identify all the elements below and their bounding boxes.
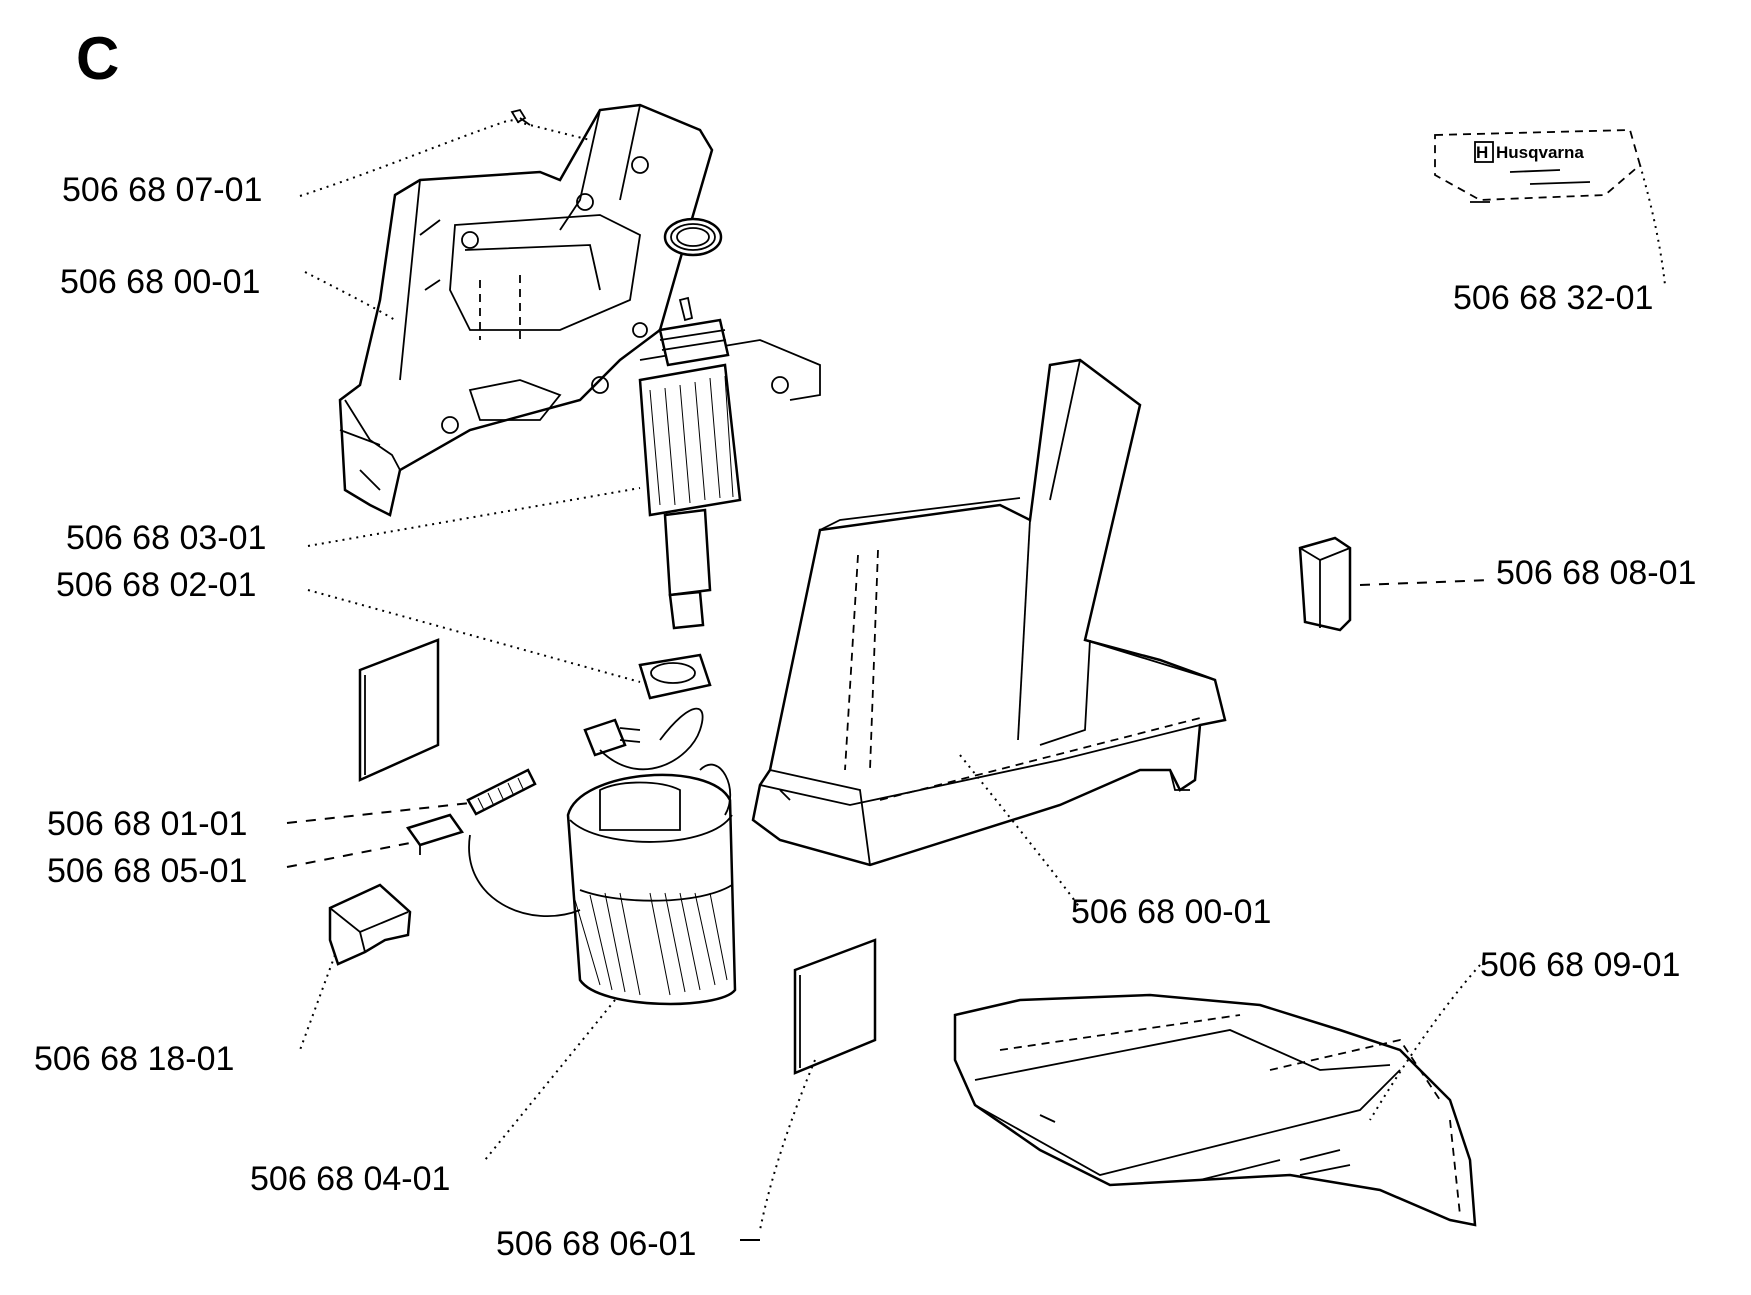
label-506-68-01-01: 506 68 01-01 (47, 805, 248, 843)
label-506-68-32-01: 506 68 32-01 (1453, 279, 1654, 317)
leader-lines (286, 118, 1666, 1241)
label-506-68-05-01: 506 68 05-01 (47, 852, 248, 890)
decal: H Husqvarna (1434, 129, 1642, 203)
label-506-68-06-01: 506 68 06-01 (496, 1225, 697, 1263)
svg-text:H: H (1476, 143, 1488, 162)
label-506-68-04-01: 506 68 04-01 (250, 1160, 451, 1198)
switch-button (1298, 536, 1352, 632)
insulating-plate-lower (793, 938, 877, 1075)
decal-logo: Husqvarna (1496, 143, 1584, 162)
spring (466, 768, 537, 816)
screw (510, 108, 531, 126)
upper-housing-half (338, 103, 821, 517)
armature (638, 296, 742, 630)
small-switch (405, 813, 465, 855)
label-506-68-00-01-top: 506 68 00-01 (60, 263, 261, 301)
grass-guard (953, 993, 1477, 1227)
label-506-68-02-01: 506 68 02-01 (56, 566, 257, 604)
upper-bearing (663, 217, 723, 257)
lower-housing (751, 358, 1227, 867)
stator (468, 763, 737, 1006)
label-506-68-03-01: 506 68 03-01 (66, 519, 267, 557)
label-506-68-07-01: 506 68 07-01 (62, 171, 263, 209)
label-506-68-18-01: 506 68 18-01 (34, 1040, 235, 1078)
insulating-plate-left (358, 638, 440, 782)
section-letter: C (76, 25, 120, 92)
label-506-68-09-01: 506 68 09-01 (1480, 946, 1681, 984)
label-506-68-00-01-mid: 506 68 00-01 (1071, 893, 1272, 931)
label-506-68-08-01: 506 68 08-01 (1496, 554, 1697, 592)
cable-bracket (328, 883, 412, 966)
lower-bearing (638, 653, 712, 700)
brush-holder-clip (583, 707, 704, 770)
